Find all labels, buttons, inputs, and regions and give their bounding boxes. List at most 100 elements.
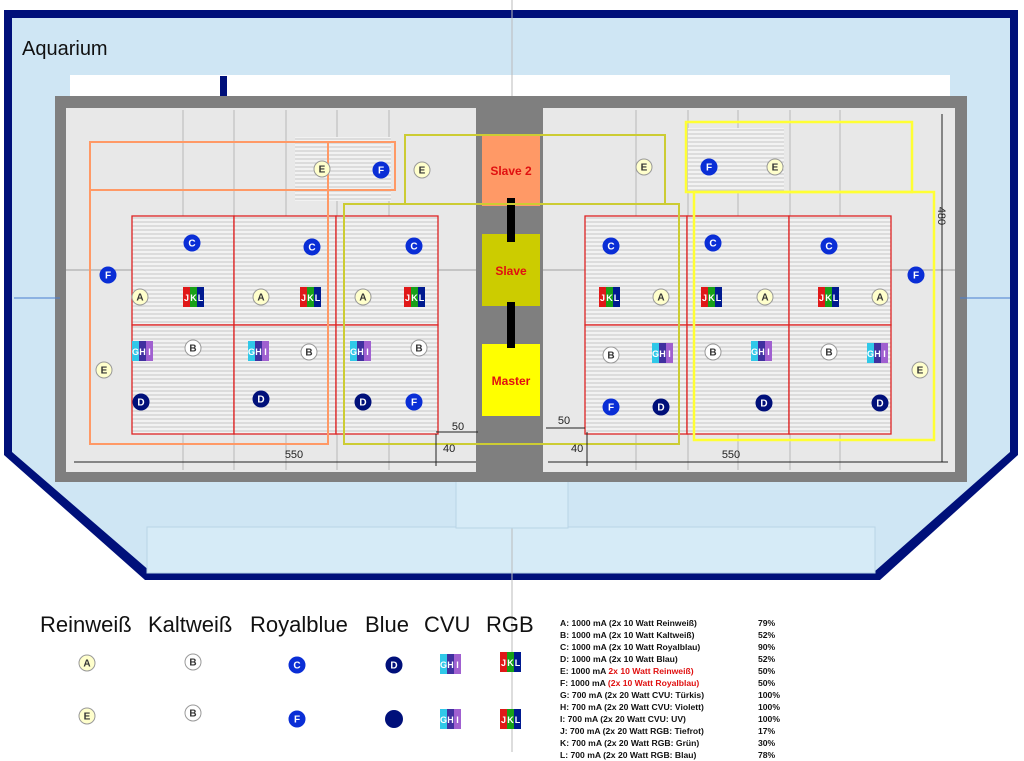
legend-sym-cvu-2-seg-0 bbox=[440, 709, 447, 729]
legend-sym-cvu-1-letter-2: I bbox=[456, 660, 459, 670]
led-a-25-letter: A bbox=[657, 293, 664, 304]
led-f-3-letter: F bbox=[105, 271, 111, 282]
legend-sym-b: B bbox=[184, 653, 202, 671]
led-rgb-4-seg-0 bbox=[701, 287, 708, 307]
spec-percent: 30% bbox=[758, 738, 776, 748]
led-c-23-dot bbox=[820, 237, 838, 255]
legend-sym-rgb-2-seg-2 bbox=[514, 709, 521, 729]
led-rgb-5-seg-0 bbox=[818, 287, 825, 307]
tank-title: Aquarium bbox=[22, 38, 108, 60]
led-cvu-3-seg-1 bbox=[659, 343, 666, 363]
led-c-2-letter: C bbox=[410, 242, 417, 253]
led-cvu-2-seg-1 bbox=[357, 341, 364, 361]
led-c-1-letter: C bbox=[308, 243, 315, 254]
led-d-12-dot bbox=[252, 390, 270, 408]
led-f-16-dot bbox=[372, 161, 390, 179]
led-a-26-dot bbox=[756, 288, 774, 306]
legend-sym-f-letter: F bbox=[294, 715, 300, 726]
led-f-14: F bbox=[405, 393, 423, 411]
center-water-panel bbox=[455, 479, 569, 529]
led-rgb-5-seg-2 bbox=[832, 287, 839, 307]
led-cvu-1-letter-0: G bbox=[248, 347, 255, 357]
led-rgb-2-letter-1: K bbox=[411, 293, 418, 303]
dim-gap-right-x: 50 bbox=[558, 415, 570, 427]
led-c-22-dot bbox=[704, 234, 722, 252]
legend-sym-cvu-2-letter-2: I bbox=[456, 715, 459, 725]
led-cvu-3-seg-2 bbox=[666, 343, 673, 363]
led-a-4: A bbox=[131, 288, 149, 306]
led-cvu-5-seg-0 bbox=[867, 343, 874, 363]
spec-row-2: C: 1000 mA (2x 10 Watt Royalblau)90% bbox=[560, 641, 810, 653]
legend-header-royalblue: Royalblue bbox=[250, 612, 348, 637]
spec-row-9: J: 700 mA (2x 20 Watt RGB: Tiefrot)17% bbox=[560, 725, 810, 737]
led-e-15: E bbox=[313, 160, 331, 178]
led-e-17-letter: E bbox=[419, 166, 426, 177]
led-rgb-3-seg-0 bbox=[599, 287, 606, 307]
led-b-7: B bbox=[184, 339, 202, 357]
led-e-18-letter: E bbox=[641, 163, 648, 174]
spec-text: C: 1000 mA (2x 10 Watt Royalblau) bbox=[560, 642, 701, 652]
led-d-34-dot bbox=[755, 394, 773, 412]
led-d-34: D bbox=[755, 394, 773, 412]
legend-sym-cvu-2-letter-0: G bbox=[440, 715, 447, 725]
led-a-26-letter: A bbox=[761, 293, 768, 304]
led-d-11: D bbox=[132, 393, 150, 411]
led-e-15-dot bbox=[313, 160, 331, 178]
led-cvu-0-seg-0 bbox=[132, 341, 139, 361]
module-right-r1c2 bbox=[789, 325, 891, 434]
led-e-31-letter: E bbox=[917, 366, 924, 377]
led-d-13: D bbox=[354, 393, 372, 411]
led-d-35-letter: D bbox=[876, 399, 883, 410]
legend-sym-b-dot bbox=[184, 653, 202, 671]
led-cvu-4-letter-0: G bbox=[751, 347, 758, 357]
spec-row-5: F: 1000 mA (2x 10 Watt Royalblau)50% bbox=[560, 677, 810, 689]
zone-yellow-right bbox=[692, 190, 936, 442]
legend-sym-f: F bbox=[288, 710, 306, 728]
spec-text: J: 700 mA (2x 20 Watt RGB: Tiefrot) bbox=[560, 726, 704, 736]
legend-sym-a-letter: A bbox=[83, 659, 90, 670]
led-c-23-letter: C bbox=[825, 242, 832, 253]
legend-header-reinweiss: Reinweiß bbox=[40, 612, 132, 637]
led-rgb-5-letter-2: L bbox=[833, 293, 839, 303]
led-d-13-dot bbox=[354, 393, 372, 411]
led-rgb-1-letter-2: L bbox=[315, 293, 321, 303]
led-f-19-letter: F bbox=[706, 163, 712, 174]
led-c-0-dot bbox=[183, 234, 201, 252]
led-a-26: A bbox=[756, 288, 774, 306]
spec-row-7: H: 700 mA (2x 20 Watt CVU: Violett)100% bbox=[560, 701, 810, 713]
led-e-20-dot bbox=[766, 158, 784, 176]
dim-gap-left-x: 50 bbox=[452, 421, 464, 433]
led-f-24-dot bbox=[907, 266, 925, 284]
led-c-21: C bbox=[602, 237, 620, 255]
module-right-r0c2-bg bbox=[789, 216, 891, 325]
legend-header-rgb: RGB bbox=[486, 612, 534, 637]
led-c-2-dot bbox=[405, 237, 423, 255]
legend-sym-rgb-1-seg-2 bbox=[514, 652, 521, 672]
led-cvu-3-letter-2: I bbox=[668, 349, 671, 359]
spec-percent: 52% bbox=[758, 630, 776, 640]
zone-olive-top bbox=[404, 134, 666, 205]
module-left-r0c0 bbox=[132, 216, 234, 325]
module-left-r0c1-bg bbox=[234, 216, 336, 325]
module-right-r1c1 bbox=[687, 325, 789, 434]
module-left-r0c2 bbox=[336, 216, 438, 325]
controller-slave bbox=[482, 234, 540, 306]
legend-sym-rgb-2-letter-1: K bbox=[507, 715, 514, 725]
led-rgb-5-letter-0: J bbox=[819, 293, 824, 303]
led-d-35-dot bbox=[871, 394, 889, 412]
module-right-r0c2 bbox=[789, 216, 891, 325]
led-rgb-2-seg-0 bbox=[404, 287, 411, 307]
legend-sym-cvu-1-seg-0 bbox=[440, 654, 447, 674]
led-rgb-3-letter-1: K bbox=[606, 293, 613, 303]
led-d-11-dot bbox=[132, 393, 150, 411]
spec-percent: 50% bbox=[758, 678, 776, 688]
led-a-6: A bbox=[354, 288, 372, 306]
led-rgb-4-letter-1: K bbox=[708, 293, 715, 303]
led-cvu-2-letter-1: H bbox=[357, 347, 364, 357]
